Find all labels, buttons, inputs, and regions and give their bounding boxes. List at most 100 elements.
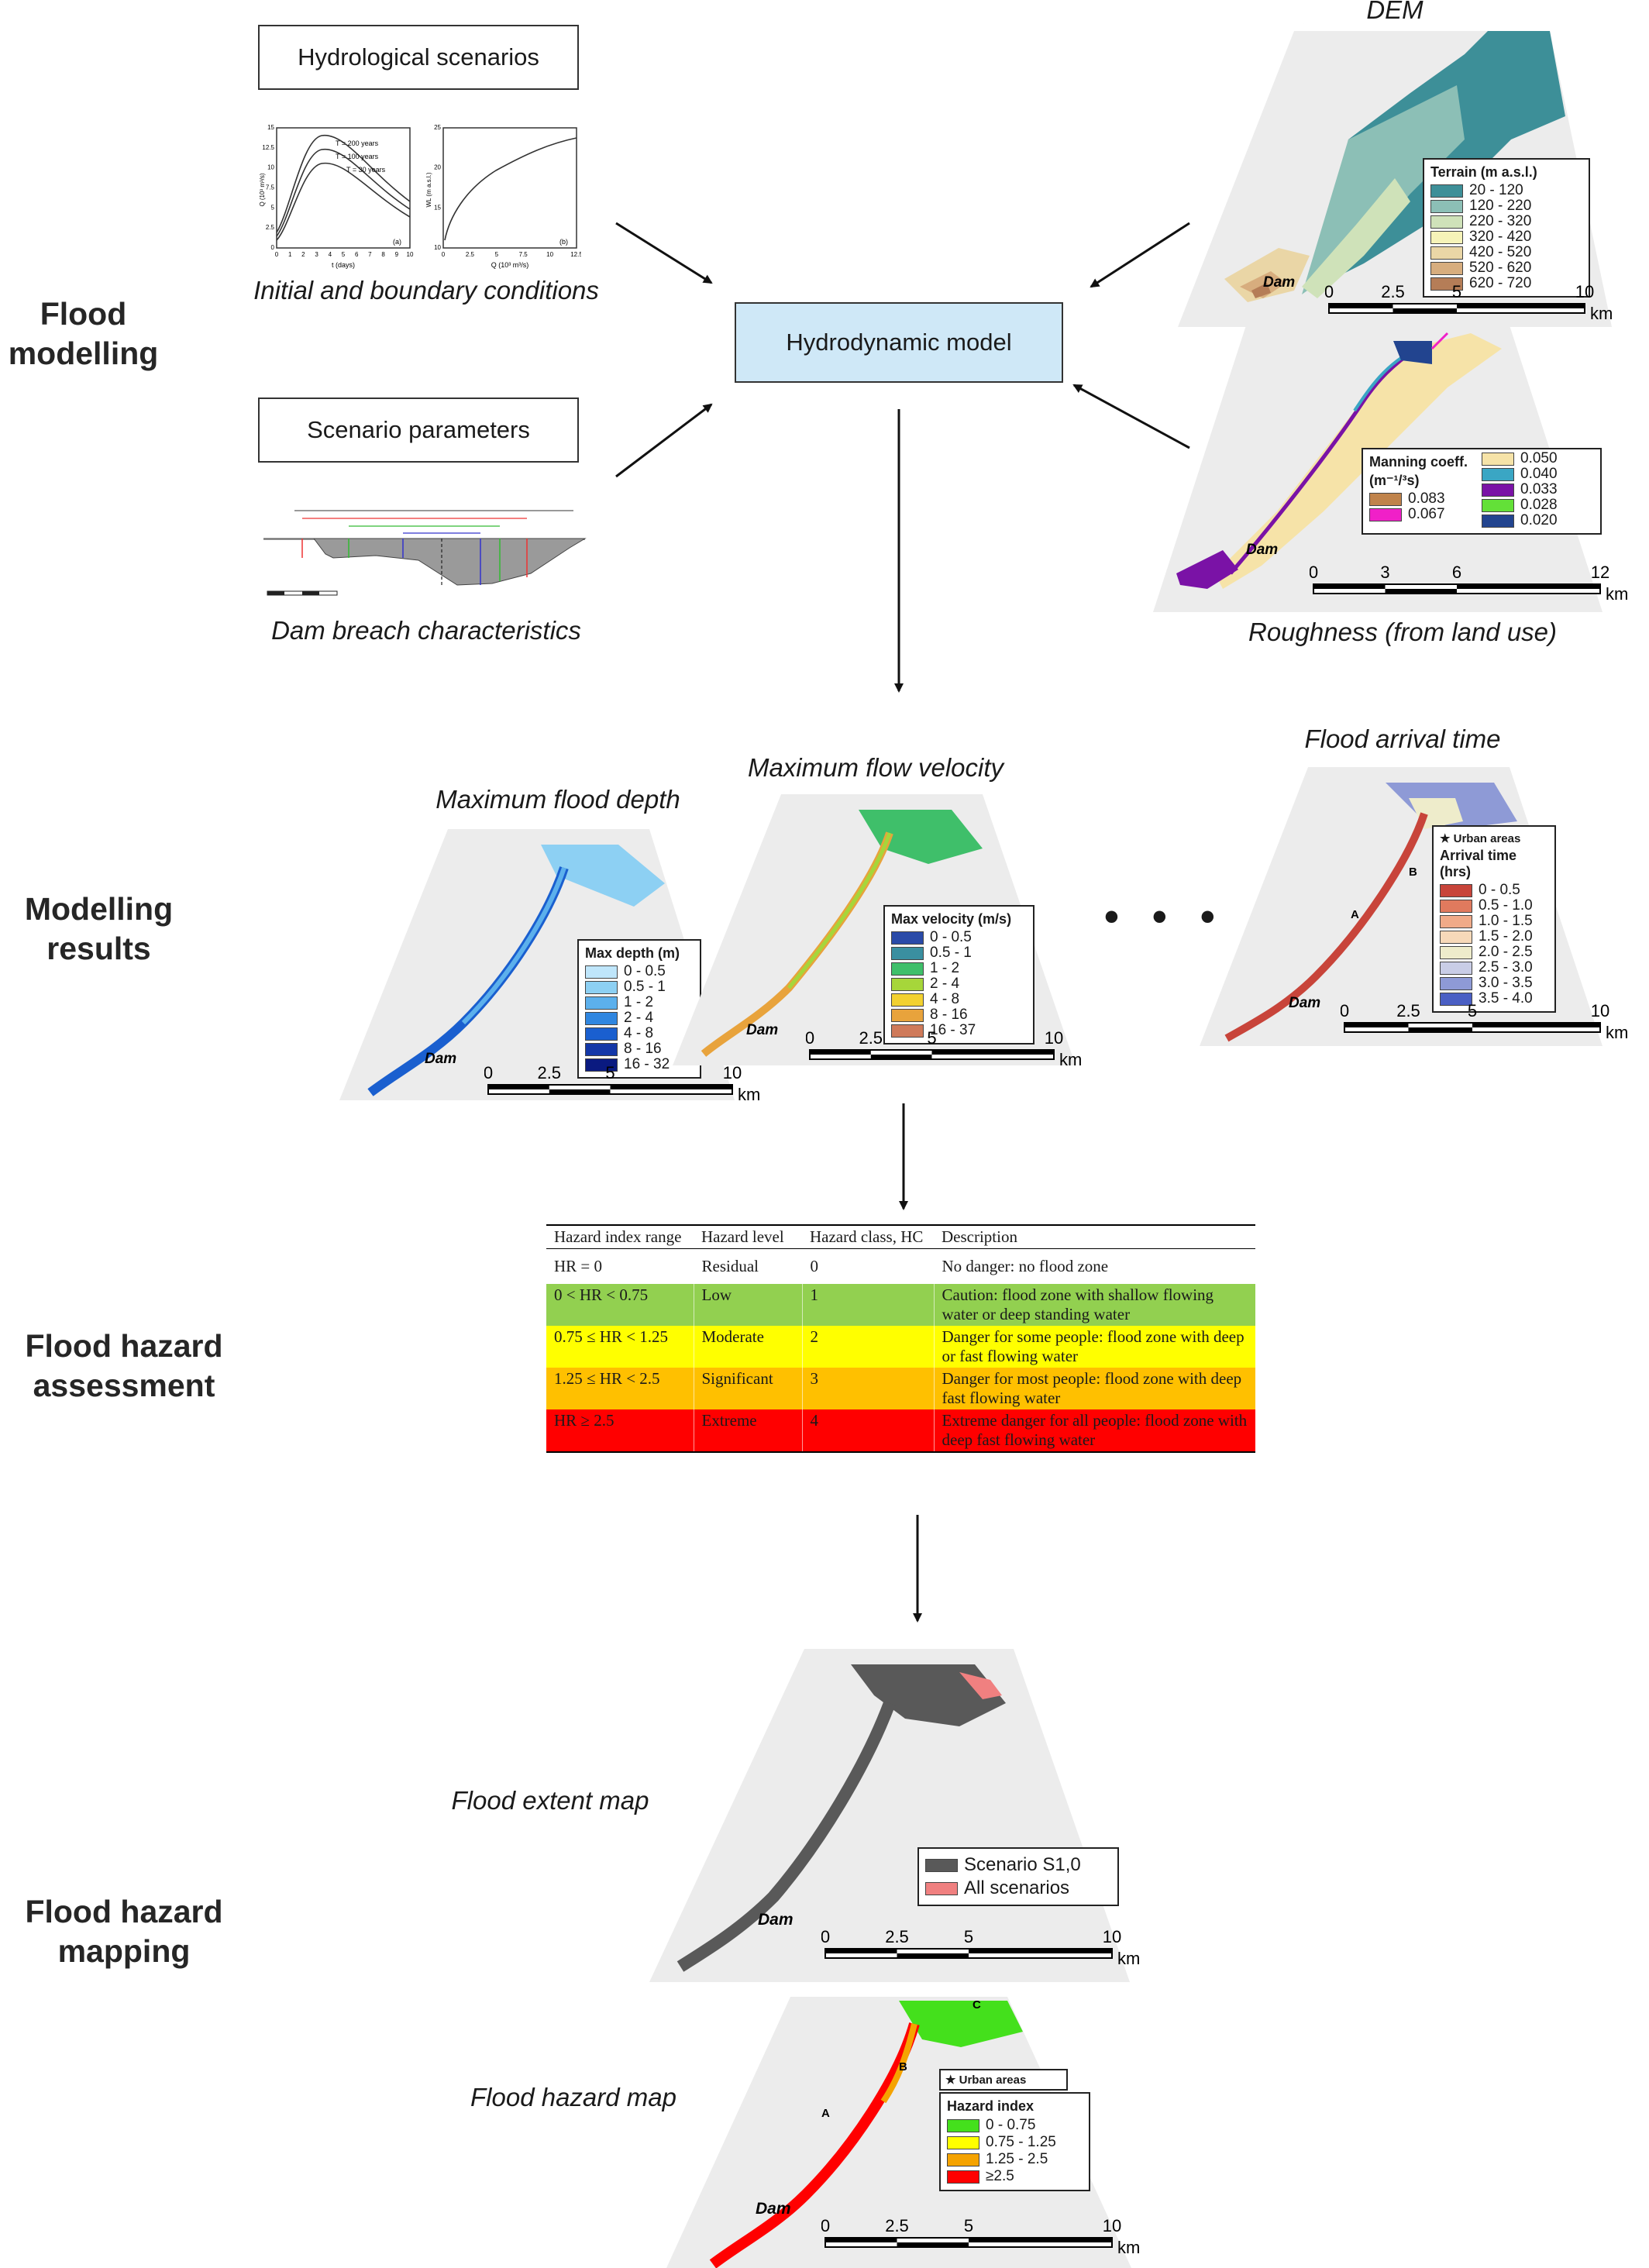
scale-tick-label: 0 [484, 1063, 493, 1082]
legend-item: 3.5 - 4.0 [1440, 990, 1548, 1007]
legend-swatch [1440, 899, 1472, 913]
tick-label: 5 [271, 204, 275, 211]
legend-swatch [947, 2118, 979, 2132]
legend-swatch [1430, 230, 1463, 244]
legend-item: 1 - 2 [585, 994, 694, 1010]
legend-swatch [585, 1011, 618, 1025]
legend-item: 0.040 [1482, 466, 1590, 482]
legend-label: 4 - 8 [624, 1025, 654, 1041]
tick-label: 3 [315, 251, 318, 258]
series-label: T = 30 years [346, 166, 386, 174]
legend-item: 2 - 4 [891, 976, 1027, 992]
legend-item: 0.75 - 1.25 [947, 2134, 1083, 2151]
legend-item: 2.0 - 2.5 [1440, 944, 1548, 960]
tick-label: 7.5 [266, 184, 275, 191]
legend-label: 0.050 [1520, 450, 1558, 466]
legend-item: 1.25 - 2.5 [947, 2151, 1083, 2168]
legend-label: 120 - 220 [1469, 198, 1532, 214]
dam-label: Dam [746, 1022, 778, 1038]
tick-label: 10 [434, 244, 441, 251]
stage-label-line: Flood hazard [25, 1328, 223, 1364]
scale-tick-label: 0 [1325, 282, 1334, 301]
legend-swatch [1430, 199, 1463, 213]
velocity-legend-title: Max velocity (m/s) [891, 911, 1012, 927]
scale-tick-label: 12 [1591, 563, 1609, 582]
legend-swatch [947, 2170, 979, 2184]
dam-label: Dam [1246, 542, 1278, 558]
scale-unit: km [738, 1085, 760, 1104]
legend-label: 0.75 - 1.25 [986, 2134, 1056, 2150]
legend-item: 4 - 8 [891, 991, 1027, 1007]
stage-label-line: Flood hazard [25, 1894, 223, 1929]
legend-item: 0.050 [1482, 450, 1590, 466]
legend-label: All scenarios [964, 1877, 1070, 1898]
legend-item: 0.083 [1369, 490, 1482, 507]
stage-label-line: results [46, 931, 151, 966]
hazard-cell-level: Low [693, 1284, 802, 1326]
stage-hazard-mapping: Flood hazard mapping [0, 1892, 248, 1971]
scale-tick-label: 3 [1380, 563, 1389, 582]
legend-label: 0.040 [1520, 466, 1558, 482]
dam-label: Dam [756, 2200, 791, 2218]
dem-title: DEM [1366, 0, 1424, 24]
tick-label: 5 [342, 251, 346, 258]
legend-swatch [1440, 914, 1472, 928]
legend-swatch [585, 996, 618, 1010]
legend-label: 2 - 4 [930, 976, 960, 992]
hazard-cell-desc: No danger: no flood zone [933, 1248, 1255, 1284]
legend-item: 8 - 16 [891, 1007, 1027, 1023]
legend-item: 520 - 620 [1430, 260, 1582, 276]
legend-item: Scenario S1,0 [925, 1853, 1111, 1877]
hazard-cell-range: HR = 0 [554, 1257, 603, 1275]
legend-label: 8 - 16 [624, 1041, 662, 1057]
legend-label: 0.083 [1408, 490, 1445, 507]
stage-flood-modelling: Flood modelling [0, 294, 167, 373]
scale-unit: km [1059, 1050, 1082, 1069]
hazard-cell-level: Extreme [693, 1409, 802, 1453]
model-box-label: Hydrodynamic model [786, 329, 1012, 356]
legend-swatch [891, 993, 924, 1007]
point-a-label: A [821, 2107, 830, 2120]
dam-label: Dam [1289, 995, 1320, 1011]
tick-label: 1 [288, 251, 292, 258]
legend-swatch [1440, 961, 1472, 975]
legend-swatch [891, 931, 924, 945]
legend-item: 4 - 8 [585, 1025, 694, 1041]
point-b-label: B [1409, 866, 1417, 879]
tick-label: 2.5 [266, 224, 275, 231]
legend-item: 0 - 0.5 [891, 929, 1027, 945]
scale-tick-label: 10 [723, 1063, 742, 1082]
header-description: Description [934, 1224, 1255, 1249]
legend-item: 220 - 320 [1430, 213, 1582, 229]
tick-label: 6 [355, 251, 359, 258]
scale-unit: km [1606, 1023, 1628, 1042]
scale-unit: km [1117, 2238, 1140, 2257]
header-level: Hazard level [694, 1224, 802, 1249]
legend-item: 1.5 - 2.0 [1440, 928, 1548, 945]
stage-hazard-assessment: Flood hazard assessment [0, 1327, 248, 1406]
legend-swatch [947, 2153, 979, 2166]
legend-label: 0.5 - 1.0 [1479, 897, 1533, 914]
arrival-map-title: Flood arrival time [1304, 724, 1501, 753]
dam-label: Dam [1263, 274, 1295, 291]
hazard-cell-level: Residual [693, 1248, 802, 1284]
depth-legend-title: Max depth (m) [585, 945, 680, 961]
tick-label: 2.5 [466, 251, 475, 258]
legend-item: 620 - 720 [1430, 275, 1582, 291]
legend-label: 0.5 - 1 [624, 979, 666, 995]
scale-tick-label: 10 [1575, 282, 1594, 301]
legend-label: 1.25 - 2.5 [986, 2151, 1048, 2167]
dam-label: Dam [425, 1051, 456, 1067]
scenario-box-label: Scenario parameters [307, 416, 530, 443]
legend-swatch [891, 962, 924, 976]
